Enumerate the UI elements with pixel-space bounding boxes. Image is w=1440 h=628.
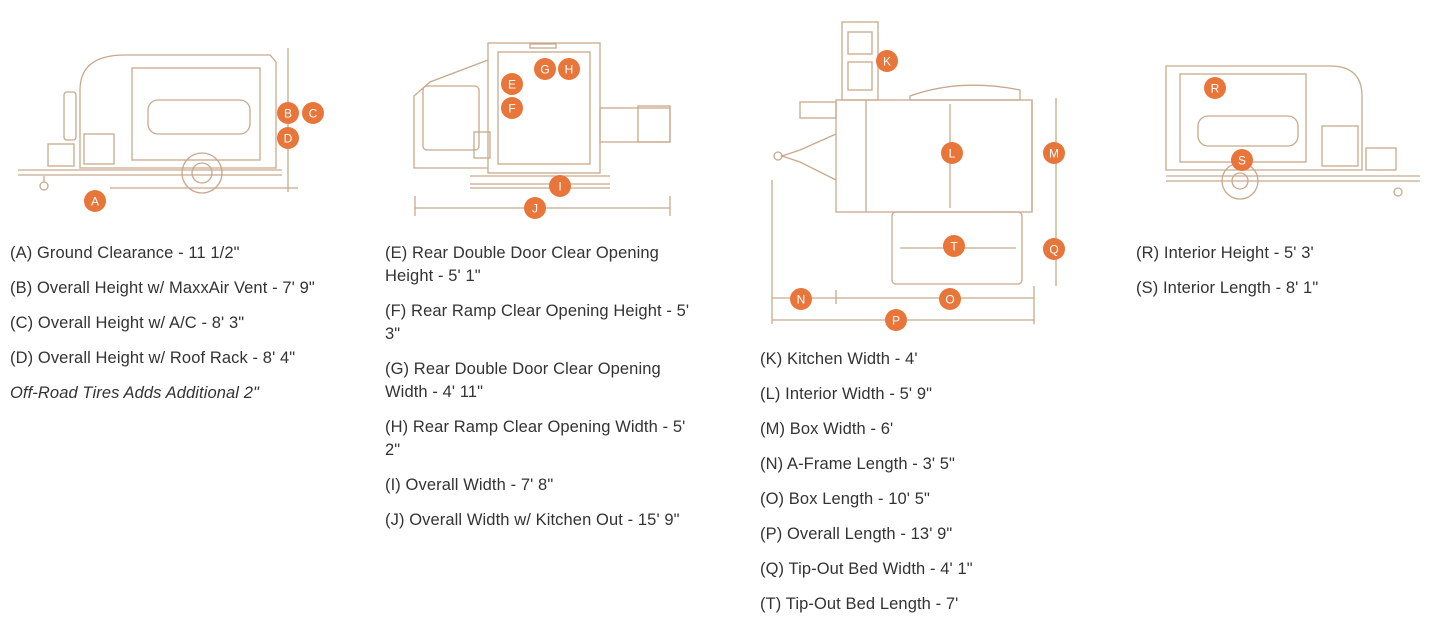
spec-ramp-opening-width: (H) Rear Ramp Clear Opening Width - 5' 2…: [385, 418, 686, 459]
svg-text:B: B: [284, 107, 292, 121]
marker-n: N: [790, 288, 812, 310]
marker-h: H: [558, 58, 580, 80]
svg-text:O: O: [945, 293, 954, 307]
svg-text:T: T: [950, 240, 958, 254]
spec-height-roof-rack: (D) Overall Height w/ Roof Rack - 8' 4": [10, 349, 296, 367]
svg-text:S: S: [1238, 154, 1246, 168]
spec-overall-length: (P) Overall Length - 13' 9": [760, 525, 953, 543]
spec-overall-width: (I) Overall Width - 7' 8": [385, 476, 554, 494]
spec-interior-length: (S) Interior Length - 8' 1": [1136, 279, 1319, 297]
spec-door-opening-width: (G) Rear Double Door Clear Opening Width…: [385, 360, 661, 401]
off-road-tires-note: Off-Road Tires Adds Additional 2": [10, 384, 259, 402]
svg-text:R: R: [1211, 82, 1220, 96]
svg-text:N: N: [797, 293, 806, 307]
side-view-specs: (A) Ground Clearance - 11 1/2" (B) Overa…: [10, 242, 350, 417]
svg-text:D: D: [284, 132, 293, 146]
spec-door-opening-height: (E) Rear Double Door Clear Opening Heigh…: [385, 244, 659, 285]
spec-tip-out-bed-width: (Q) Tip-Out Bed Width - 4' 1": [760, 560, 973, 578]
top-view-specs: (K) Kitchen Width - 4' (L) Interior Widt…: [760, 348, 1060, 628]
svg-text:H: H: [565, 63, 574, 77]
marker-t: T: [943, 235, 965, 257]
marker-j: J: [524, 197, 546, 219]
spec-height-maxxair: (B) Overall Height w/ MaxxAir Vent - 7' …: [10, 279, 315, 297]
marker-a: A: [84, 190, 106, 212]
spec-a-frame-length: (N) A-Frame Length - 3' 5": [760, 455, 956, 473]
svg-text:K: K: [883, 55, 891, 69]
spec-interior-width: (L) Interior Width - 5' 9": [760, 385, 933, 403]
spec-width-kitchen-out: (J) Overall Width w/ Kitchen Out - 15' 9…: [385, 511, 680, 529]
marker-o: O: [939, 288, 961, 310]
marker-g: G: [534, 58, 556, 80]
marker-k: K: [876, 50, 898, 72]
rear-view-specs: (E) Rear Double Door Clear Opening Heigh…: [385, 242, 700, 544]
marker-c: C: [302, 102, 324, 124]
spec-ramp-opening-height: (F) Rear Ramp Clear Opening Height - 5' …: [385, 302, 690, 343]
marker-d: D: [277, 127, 299, 149]
spec-kitchen-width: (K) Kitchen Width - 4': [760, 350, 918, 368]
marker-l: L: [941, 142, 963, 164]
spec-tip-out-bed-length: (T) Tip-Out Bed Length - 7': [760, 595, 959, 613]
svg-text:F: F: [508, 102, 515, 116]
svg-text:C: C: [309, 107, 318, 121]
svg-text:L: L: [949, 147, 956, 161]
interior-view-specs: (R) Interior Height - 5' 3' (S) Interior…: [1136, 242, 1386, 312]
marker-e: E: [501, 73, 523, 95]
interior-view-drawing: [1165, 65, 1420, 200]
svg-text:J: J: [532, 202, 538, 216]
svg-text:I: I: [558, 180, 561, 194]
marker-i: I: [549, 175, 571, 197]
svg-text:Q: Q: [1049, 243, 1058, 257]
marker-q: Q: [1043, 238, 1065, 260]
spec-height-ac: (C) Overall Height w/ A/C - 8' 3": [10, 314, 245, 332]
svg-text:G: G: [540, 63, 549, 77]
top-view-drawing: [771, 21, 1057, 324]
svg-text:A: A: [91, 195, 99, 209]
side-view-drawing: [18, 48, 298, 194]
marker-m: M: [1043, 142, 1065, 164]
svg-text:P: P: [892, 314, 900, 328]
marker-s: S: [1231, 149, 1253, 171]
marker-p: P: [885, 309, 907, 331]
spec-box-width: (M) Box Width - 6': [760, 420, 894, 438]
spec-interior-height: (R) Interior Height - 5' 3': [1136, 244, 1314, 262]
marker-f: F: [501, 97, 523, 119]
svg-text:E: E: [508, 78, 516, 92]
spec-box-length: (O) Box Length - 10' 5": [760, 490, 930, 508]
marker-r: R: [1204, 77, 1226, 99]
spec-ground-clearance: (A) Ground Clearance - 11 1/2": [10, 244, 240, 262]
marker-b: B: [277, 102, 299, 124]
svg-text:M: M: [1049, 147, 1059, 161]
